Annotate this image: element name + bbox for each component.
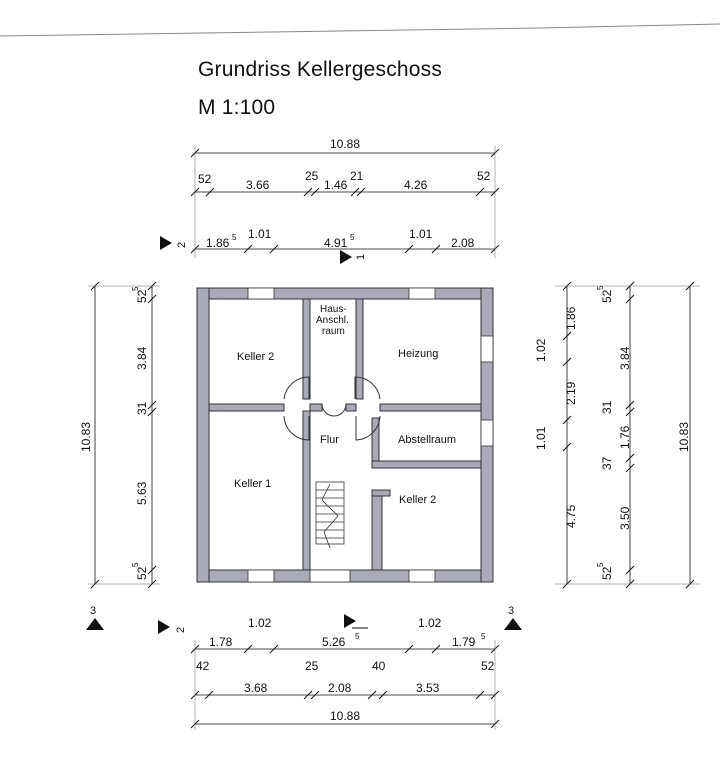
dim-left-3: 31	[135, 401, 149, 415]
room-labels: Keller 2 Haus- Anschl. raum Heizung Kell…	[234, 304, 456, 506]
dim-bottom-r1-5: 1.79	[452, 635, 476, 649]
dim-top-r1-0: 52	[198, 172, 212, 186]
extension-lines	[88, 146, 700, 730]
section-label-2-bottom: 2	[175, 627, 187, 633]
section-markers: 2 1 3 2 3	[86, 236, 522, 634]
dimension-lines	[94, 152, 691, 725]
dim-left-total: 10.83	[79, 422, 93, 452]
door-swings	[283, 376, 381, 441]
dim-bottom-r2-3: 2.08	[328, 681, 352, 695]
dim-top-r1-5: 4.26	[404, 178, 428, 192]
room-label-keller2-top: Keller 2	[237, 351, 274, 363]
dim-top-r2-1: 5	[232, 233, 237, 242]
section-label-1-top: 1	[355, 254, 367, 260]
dim-top-r2-6: 2.08	[451, 236, 475, 250]
dim-top-r2-3: 4.91	[324, 236, 348, 250]
dim-right-a-3: 1.01	[534, 426, 548, 450]
section-arrow-3-left	[86, 618, 104, 630]
paper-edge	[0, 23, 720, 37]
dim-bottom-r2-4: 40	[372, 659, 386, 673]
dim-bottom-r1-3: 5	[355, 632, 360, 641]
section-arrow-1-bottom	[344, 614, 356, 628]
dim-bottom-r2-0: 42	[196, 659, 210, 673]
dim-bottom-r1-2: 5.26	[322, 635, 346, 649]
dim-top-r2-4: 5	[350, 233, 355, 242]
dim-right-b-1: 5	[596, 285, 605, 290]
dim-bottom-r1-1: 1.02	[248, 616, 272, 630]
dim-top-total: 10.88	[330, 137, 360, 151]
section-arrow-3-right	[504, 618, 522, 630]
dim-bottom-r1-4: 1.02	[418, 616, 442, 630]
section-arrow-1-top	[340, 250, 352, 264]
section-label-3-left: 3	[90, 605, 96, 617]
dim-bottom-r1-6: 5	[481, 632, 486, 641]
dim-right-b-0: 52	[600, 289, 614, 303]
dim-right-a-0: 1.86	[564, 306, 578, 330]
dim-bottom-total: 10.88	[330, 709, 360, 723]
dim-right-b-7: 52	[600, 566, 614, 580]
dim-right-b-6: 3.50	[618, 506, 632, 530]
dim-right-a-1: 1.02	[534, 338, 548, 362]
dim-right-b-3: 31	[600, 400, 614, 414]
dim-right-b-4: 1.76	[618, 425, 632, 449]
dim-left-6: 5	[131, 562, 140, 567]
room-label-heizung: Heizung	[398, 348, 438, 360]
dim-top-r1-3: 1.46	[324, 178, 348, 192]
section-label-3-right: 3	[508, 605, 514, 617]
room-label-hausanschluss-3: raum	[322, 326, 345, 337]
stairs	[315, 481, 345, 549]
dim-bottom-r2-1: 3.68	[244, 681, 268, 695]
drawing-title: Grundriss Kellergeschoss	[198, 58, 443, 81]
dim-right-b-5: 37	[600, 456, 614, 470]
dimension-labels-bottom: 1.78 1.02 5.26 5 1.02 1.79 5 42 3.68 25 …	[196, 616, 495, 723]
dim-top-r1-4: 21	[350, 169, 364, 183]
room-label-hausanschluss-1: Haus-	[320, 304, 347, 315]
dim-top-r1-1: 3.66	[246, 178, 270, 192]
dimension-labels-right: 1.86 1.02 2.19 1.01 4.75 52 5 3.84 31 1.…	[534, 285, 691, 580]
dim-bottom-r2-2: 25	[305, 659, 319, 673]
dim-top-r1-6: 52	[477, 169, 491, 183]
dim-bottom-r2-5: 3.53	[416, 681, 440, 695]
section-label-2-top: 2	[176, 242, 188, 248]
dim-right-a-2: 2.19	[564, 381, 578, 405]
dim-top-r2-2: 1.01	[248, 227, 272, 241]
dimension-labels-left: 10.83 52 5 3.84 31 5.63 52 5	[79, 286, 149, 580]
dim-bottom-r1-0: 1.78	[209, 635, 233, 649]
dim-right-total: 10.83	[677, 422, 691, 452]
section-arrow-2-bottom	[158, 620, 170, 634]
room-label-keller1: Keller 1	[234, 478, 271, 490]
room-label-hausanschluss-2: Anschl.	[316, 315, 349, 326]
dim-left-4: 5.63	[135, 481, 149, 505]
dim-right-a-4: 4.75	[564, 504, 578, 528]
drawing-scale: M 1:100	[198, 96, 276, 119]
dim-top-r2-5: 1.01	[409, 227, 433, 241]
room-label-abstellraum: Abstellraum	[398, 434, 456, 446]
dim-left-2: 3.84	[135, 346, 149, 370]
dim-left-0: 52	[135, 289, 149, 303]
room-label-keller2-bottom: Keller 2	[399, 494, 436, 506]
dim-right-b-8: 5	[596, 562, 605, 567]
dim-top-r2-0: 1.86	[206, 236, 230, 250]
dim-left-1: 5	[131, 286, 140, 291]
dim-left-5: 52	[135, 566, 149, 580]
dim-right-b-2: 3.84	[618, 346, 632, 370]
dimension-ticks	[90, 148, 695, 729]
dim-top-r1-2: 25	[305, 169, 319, 183]
room-label-flur: Flur	[320, 434, 339, 446]
dim-bottom-r2-6: 52	[481, 659, 495, 673]
section-arrow-2-top	[160, 236, 172, 250]
windows	[247, 287, 494, 583]
dimension-labels-top: 10.88 52 3.66 25 1.46 21 4.26 52 1.86 5 …	[198, 137, 491, 250]
